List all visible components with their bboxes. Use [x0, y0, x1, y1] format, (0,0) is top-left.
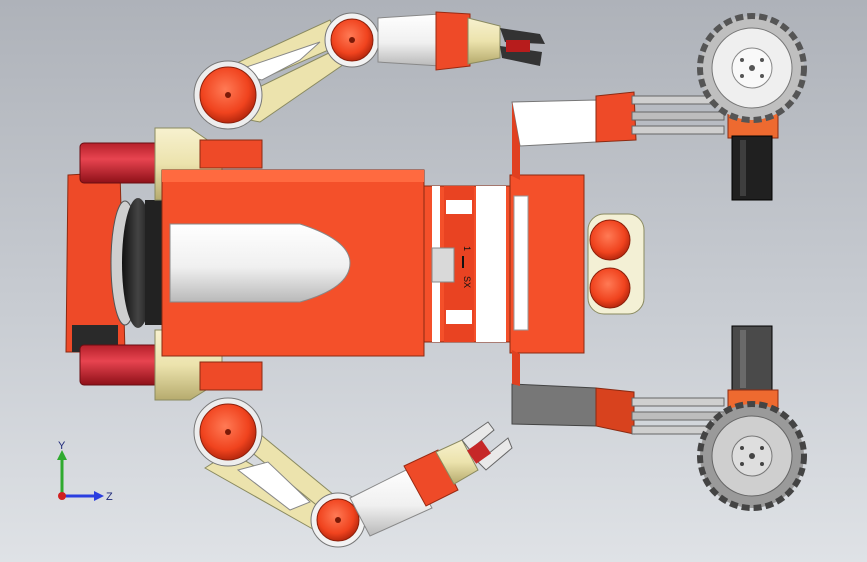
upper-mecanum-wheel[interactable] — [697, 13, 807, 123]
gripper-palm — [467, 440, 491, 464]
upper-arm[interactable] — [193, 11, 545, 130]
lower-mecanum-wheel[interactable] — [697, 401, 807, 511]
torso-nose-cone — [169, 223, 351, 303]
upper-shoulder-mount — [199, 139, 263, 169]
part-label-top: 1 — [462, 246, 472, 251]
lower-arm-plate — [236, 461, 311, 511]
part-label-dash — [462, 256, 464, 268]
upper-leg-plate-red — [595, 91, 637, 143]
lower-gripper[interactable] — [461, 421, 513, 471]
upper-cylinder-red — [79, 142, 161, 184]
lower-motor-highlight — [740, 330, 746, 388]
joint-pin-icon — [335, 517, 341, 523]
lower-leg-assembly[interactable] — [511, 325, 807, 511]
upper-leg-assembly[interactable] — [511, 13, 807, 201]
lower-leg-bracket — [512, 350, 520, 386]
bolt-icon — [760, 74, 764, 78]
bolt-icon — [740, 74, 744, 78]
z-arrow-icon — [94, 491, 104, 501]
wheel-center-bolt — [749, 65, 755, 71]
lower-leg-plate-grey — [511, 383, 597, 427]
upper-gripper[interactable] — [500, 28, 545, 66]
lower-cylinder-red — [79, 344, 161, 386]
bolt-icon — [760, 446, 764, 450]
gripper-jaw-top — [461, 421, 495, 451]
upper-motor-body — [731, 135, 773, 201]
bolt-icon — [740, 462, 744, 466]
upper-motor-highlight — [740, 140, 746, 196]
upper-leg-bracket — [512, 102, 520, 180]
y-axis-label: Y — [58, 440, 66, 452]
coordinate-triad: Y Z — [57, 440, 113, 503]
rear-button-bottom[interactable] — [589, 267, 631, 309]
upper-forearm-tube — [377, 13, 441, 67]
lower-leg-plate-red — [595, 387, 635, 435]
upper-axle-rod-3 — [631, 125, 725, 135]
bolt-icon — [740, 446, 744, 450]
joint-pin-icon — [225, 92, 231, 98]
rear-button-top[interactable] — [589, 219, 631, 261]
bolt-icon — [760, 58, 764, 62]
rear-block-slot — [513, 195, 529, 331]
upper-forearm-band — [435, 11, 471, 71]
torso[interactable]: 1 SX — [161, 139, 645, 391]
lower-motor-body — [731, 325, 773, 393]
z-axis-label: Z — [106, 491, 113, 503]
gripper-jaw-bottom — [477, 437, 513, 471]
upper-leg-plate-white — [511, 99, 597, 147]
gripper-palm — [506, 40, 530, 52]
upper-axle-rod-2 — [631, 111, 725, 121]
x-axis-dot-icon — [58, 492, 66, 500]
lower-arm[interactable] — [193, 397, 513, 548]
upper-wrist-collar — [467, 17, 501, 65]
joint-pin-icon — [349, 37, 355, 43]
spine-stripe-white — [476, 186, 506, 342]
joint-pin-icon — [225, 429, 231, 435]
bolt-icon — [740, 58, 744, 62]
bolt-icon — [760, 462, 764, 466]
spine-connector — [431, 247, 455, 283]
lower-forearm-tube — [349, 467, 433, 537]
spine-tab — [446, 200, 472, 214]
lower-shoulder-mount — [199, 361, 263, 391]
lower-axle-rod-2 — [631, 411, 725, 421]
part-label-bottom: SX — [462, 276, 472, 288]
y-arrow-icon — [57, 450, 67, 460]
wheel-center-bolt — [749, 453, 755, 459]
lower-axle-rod — [631, 397, 725, 407]
torso-top-edge — [162, 170, 424, 182]
spine-tab — [446, 310, 472, 324]
